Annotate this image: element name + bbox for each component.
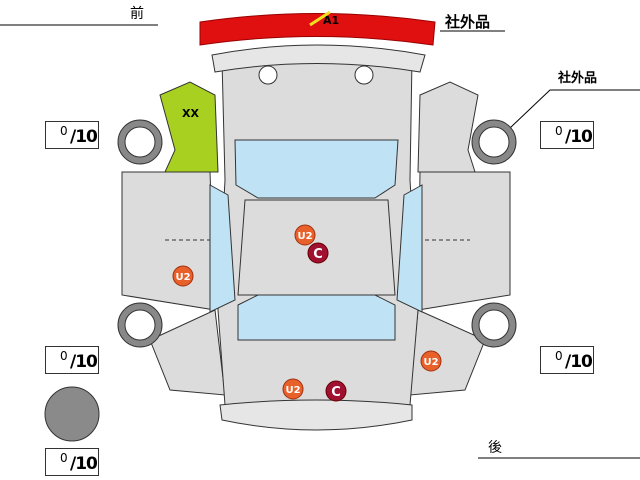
damage-code-xx: XX [182, 107, 199, 120]
damage-code-a1: A1 [323, 14, 339, 27]
svg-text:U2: U2 [285, 385, 300, 396]
damage-marker-u2: U2 [294, 224, 316, 246]
tread-box-rear-right: 0/10 [540, 346, 594, 374]
rear-label: 後 [488, 440, 502, 456]
right-side-panel [417, 171, 511, 311]
front-label: 前 [130, 5, 144, 22]
rear-window [237, 294, 396, 341]
damage-marker-u2: U2 [172, 265, 194, 287]
aftermarket-front-label: 社外品 [444, 13, 490, 31]
rear-bumper [219, 399, 413, 431]
windshield [234, 139, 399, 199]
left-side-panel [121, 171, 216, 311]
wheel-rear-right [471, 302, 517, 348]
damage-marker-c: C [307, 242, 329, 264]
wheel-rear-left [117, 302, 163, 348]
damage-marker-u2: U2 [282, 378, 304, 400]
tread-box-spare: 0/10 [45, 448, 99, 476]
left-front-fender [159, 81, 219, 173]
wheel-front-left [117, 119, 163, 165]
front-grille [211, 44, 426, 73]
damage-marker-u2: U2 [420, 350, 442, 372]
svg-text:C: C [313, 247, 323, 262]
left-windows [209, 184, 236, 313]
tread-box-rear-left: 0/10 [45, 346, 99, 374]
wheel-front-right [471, 119, 517, 165]
right-front-fender [417, 81, 479, 173]
svg-text:U2: U2 [423, 357, 438, 368]
svg-text:C: C [331, 385, 341, 400]
front-bumper [199, 13, 436, 46]
right-windows [396, 184, 423, 313]
aftermarket-right-label: 社外品 [557, 70, 597, 86]
svg-text:U2: U2 [175, 272, 190, 283]
aftermarket-right-line [509, 89, 640, 129]
spare-tire [44, 386, 100, 442]
damage-marker-c: C [325, 380, 347, 402]
svg-text:U2: U2 [297, 231, 312, 242]
tread-box-front-left: 0/10 [45, 121, 99, 149]
tread-box-front-right: 0/10 [540, 121, 594, 149]
